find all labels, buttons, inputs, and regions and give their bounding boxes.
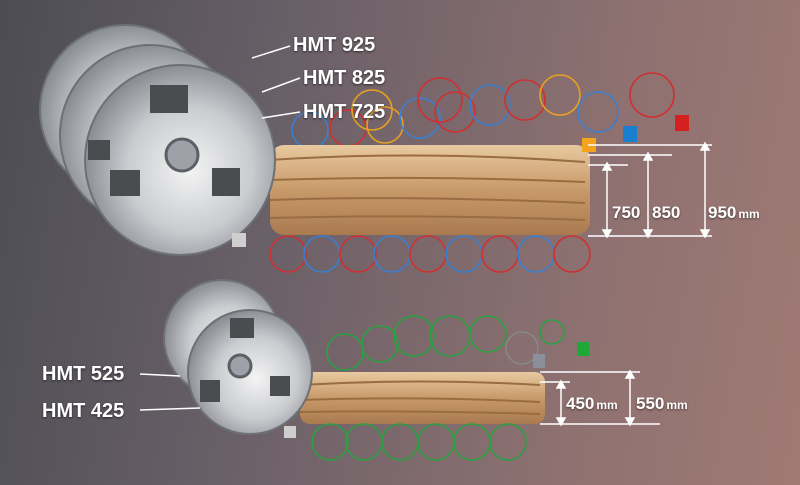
dimension-850: 850 (652, 203, 681, 222)
large-cutting-heads (39, 24, 276, 256)
small-bottom-circles (311, 423, 527, 461)
model-label-925: HMT 925 (293, 34, 376, 56)
large-bottom-circles (269, 235, 591, 273)
small-size-markers (533, 342, 589, 368)
marker-525 (577, 342, 589, 356)
marker-425 (533, 354, 545, 368)
marker-825 (623, 126, 637, 142)
large-leader-lines (251, 45, 301, 119)
large-dimension-lines (588, 141, 712, 239)
model-label-425: HMT 425 (42, 400, 125, 422)
small-dimension-lines (540, 369, 660, 427)
small-top-circles (326, 315, 565, 371)
model-label-725: HMT 725 (303, 101, 386, 123)
large-top-circles (291, 72, 675, 149)
unit-label: mm (738, 207, 760, 221)
marker-925 (675, 115, 689, 131)
small-hub-icon (227, 353, 253, 379)
large-size-markers (582, 115, 689, 152)
small-log-bundle (299, 372, 545, 424)
dimension-750: 750 (612, 203, 641, 222)
model-label-825: HMT 825 (303, 67, 386, 89)
model-label-525: HMT 525 (42, 363, 125, 385)
small-leader-lines (139, 373, 201, 411)
large-log-bundle (269, 145, 590, 235)
small-cutting-heads (163, 279, 313, 438)
hub-icon (164, 137, 200, 173)
